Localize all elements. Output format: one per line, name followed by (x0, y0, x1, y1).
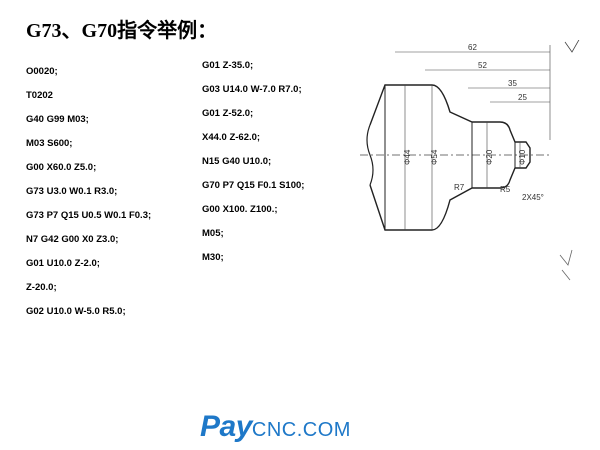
code-line: Z-20.0; (26, 282, 57, 293)
code-line: N15 G40 U10.0; (202, 156, 272, 167)
code-line: X44.0 Z-62.0; (202, 132, 261, 143)
dim-d10: Φ10 (518, 149, 527, 165)
dim-d20: Φ20 (485, 149, 494, 165)
code-line: G03 U14.0 W-7.0 R7.0; (202, 84, 302, 95)
code-line: O0020; (26, 66, 58, 77)
part-drawing: 62 52 35 25 Φ44 Φ54 Φ20 Φ10 R7 R5 2X45° (360, 40, 580, 281)
code-line: G01 U10.0 Z-2.0; (26, 258, 100, 269)
code-line: G70 P7 Q15 F0.1 S100; (202, 180, 305, 191)
code-line: G73 P7 Q15 U0.5 W0.1 F0.3; (26, 210, 152, 221)
code-line: G73 U3.0 W0.1 R3.0; (26, 186, 118, 197)
roughness-symbol-icon (564, 40, 580, 53)
code-line: M30; (202, 252, 224, 263)
dim-35: 35 (508, 79, 517, 88)
watermark: PayCNC.COM (200, 410, 351, 444)
code-line: G40 G99 M03; (26, 114, 89, 125)
part-outline-top (369, 84, 531, 155)
code-line: G02 U10.0 W-5.0 R5.0; (26, 306, 126, 317)
dim-d44: Φ44 (403, 149, 412, 165)
code-line: G00 X60.0 Z5.0; (26, 162, 97, 173)
code-line: M03 S600; (26, 138, 73, 149)
code-line: G00 X100. Z100.; (202, 204, 278, 215)
watermark-domain: CNC.COM (251, 419, 351, 441)
watermark-brand: Pay (200, 410, 252, 443)
code-line: G01 Z-52.0; (202, 108, 254, 119)
roughness-symbol-icon (559, 249, 573, 281)
code-line: T0202 (26, 90, 53, 101)
dim-25: 25 (518, 93, 527, 102)
radius-r7: R7 (454, 183, 465, 192)
code-line: N7 G42 G00 X0 Z3.0; (26, 234, 119, 245)
page-title: G73、G70指令举例： (26, 20, 218, 42)
dim-52: 52 (478, 61, 487, 70)
chamfer-label: 2X45° (522, 193, 544, 202)
part-outline-bottom (369, 155, 531, 231)
dim-62: 62 (468, 43, 477, 52)
code-line: G01 Z-35.0; (202, 60, 254, 71)
radius-r5: R5 (500, 185, 511, 194)
break-line (366, 124, 374, 186)
dim-d54: Φ54 (430, 149, 439, 165)
code-line: M05; (202, 228, 224, 239)
